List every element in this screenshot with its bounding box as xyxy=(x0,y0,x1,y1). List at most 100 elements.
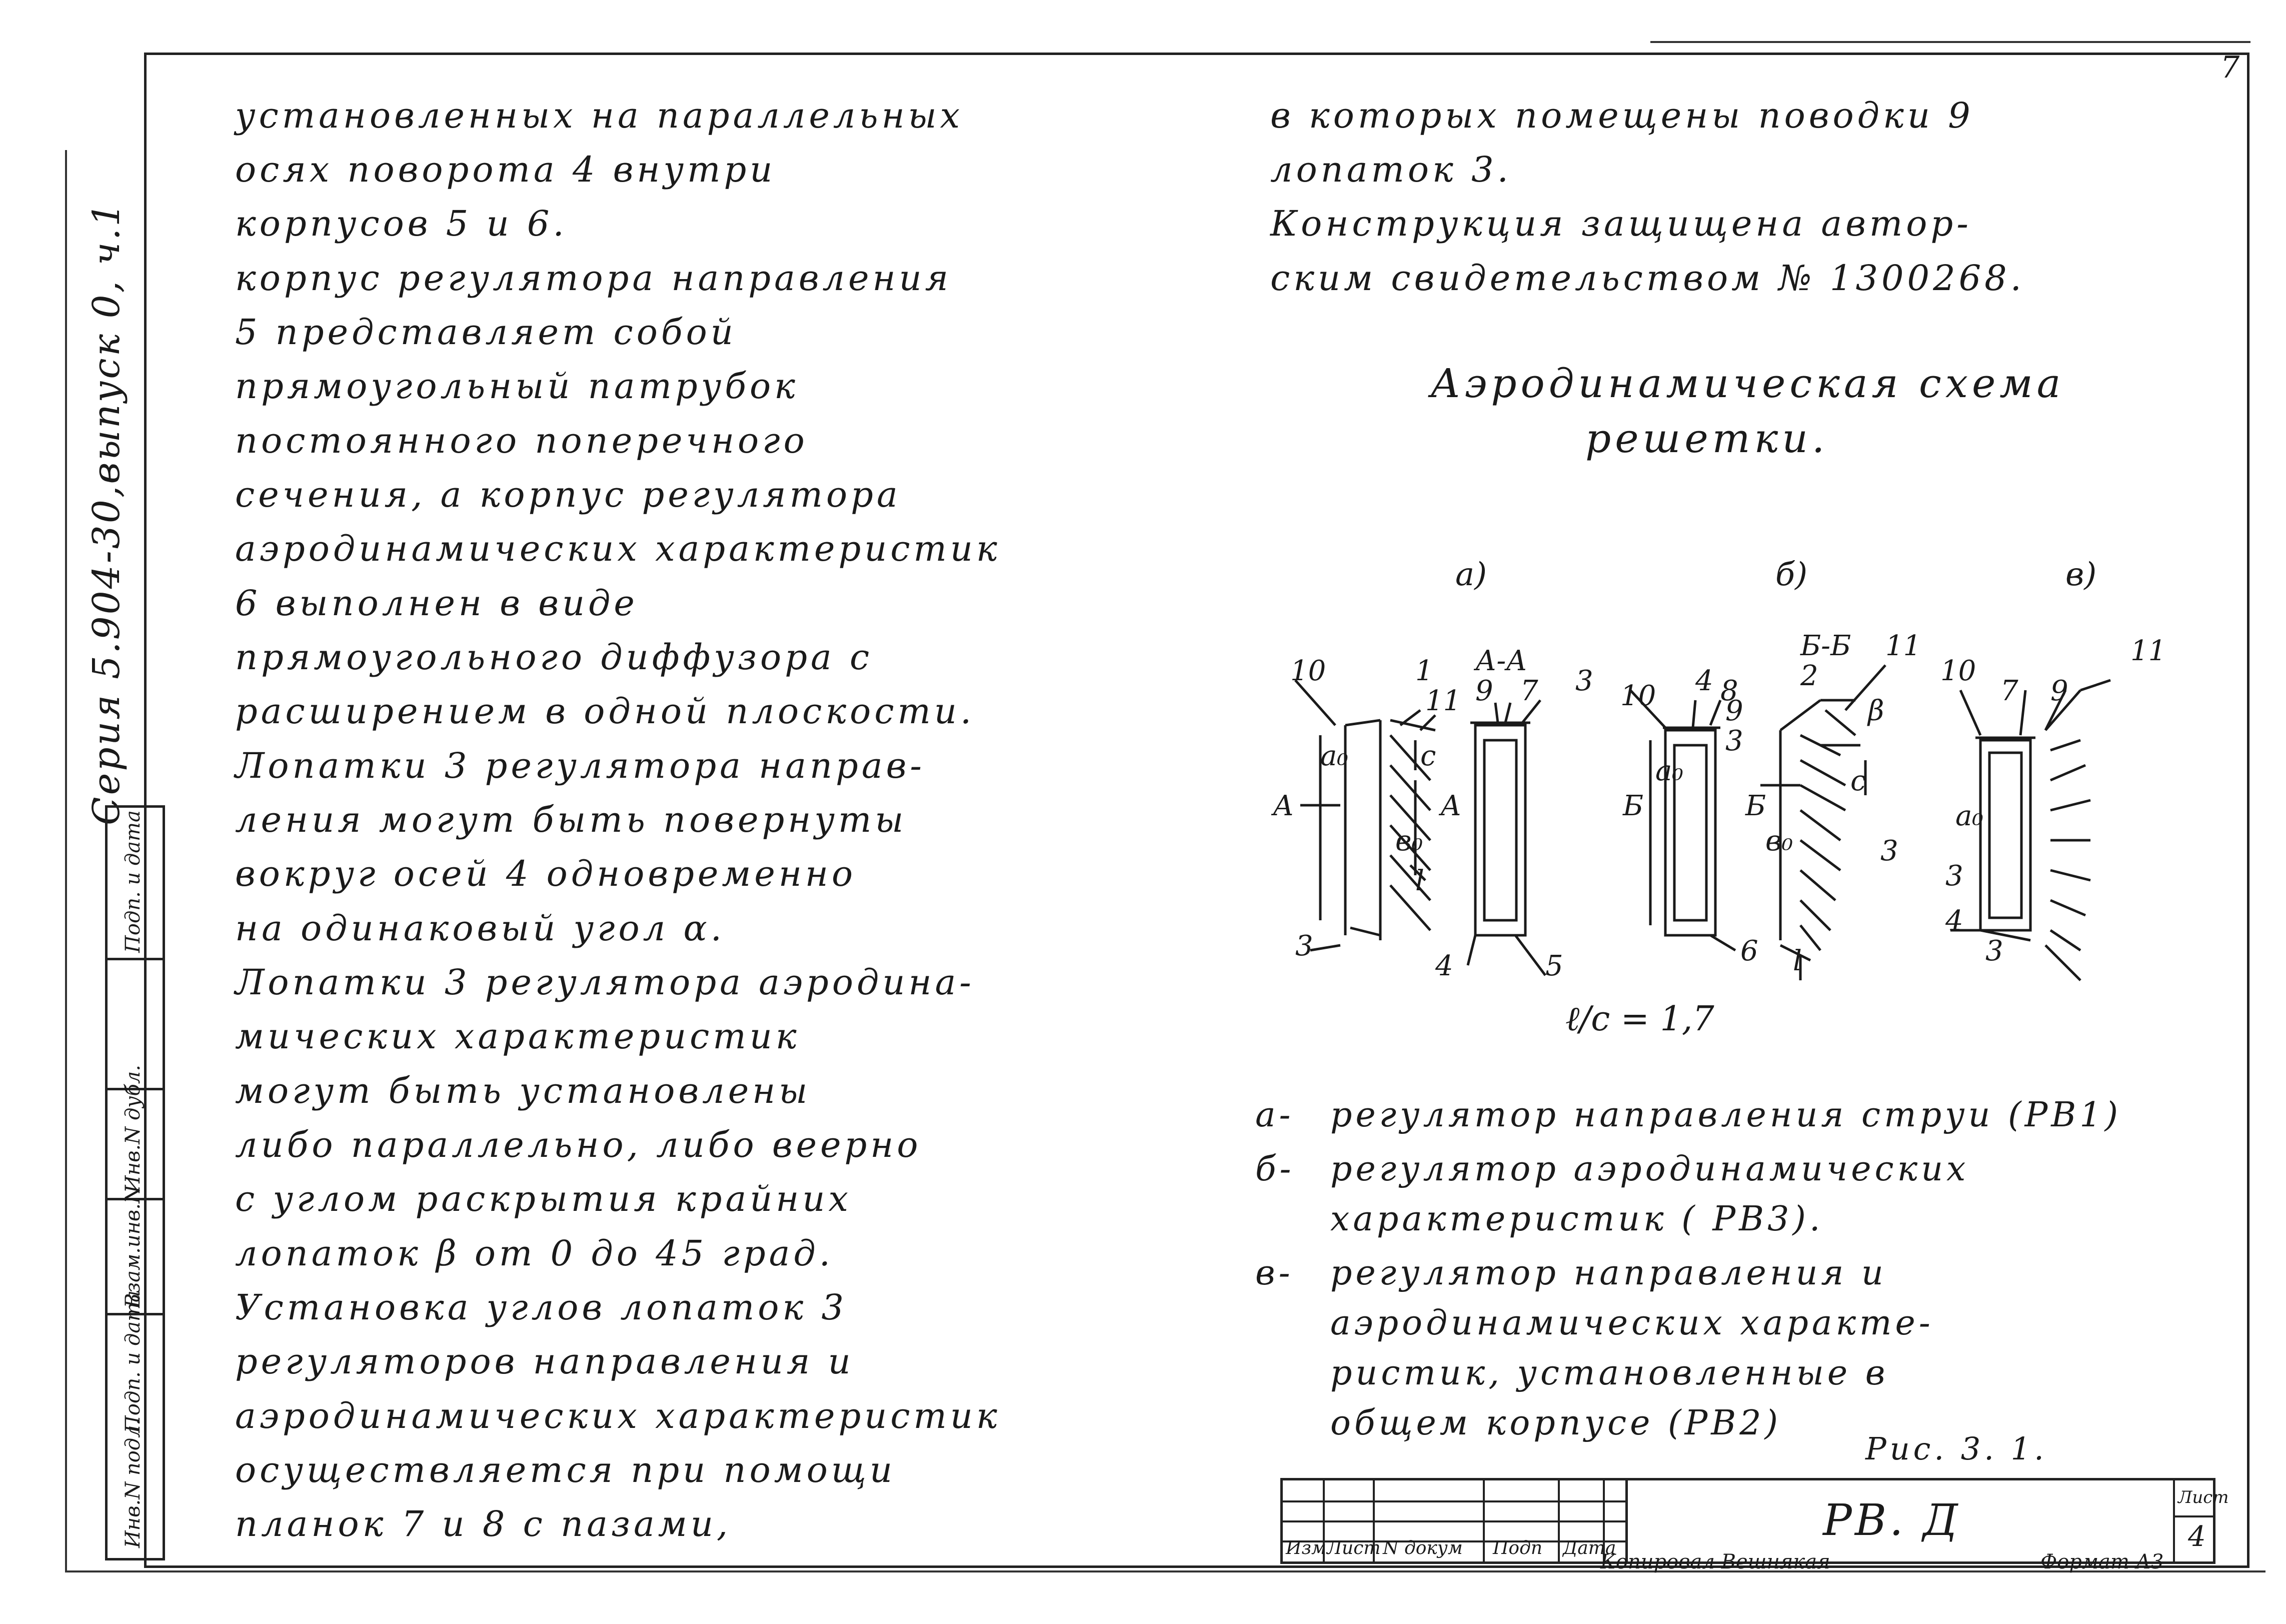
text-line: 6 выполнен в виде xyxy=(235,583,638,624)
label-c: с xyxy=(1420,740,1436,772)
sheet-number: 4 xyxy=(2188,1520,2206,1553)
legend-line: ристик, установленные в xyxy=(1330,1353,1889,1393)
label-variant-c: в) xyxy=(2065,556,2096,593)
label-3-a: 3 xyxy=(1295,930,1313,962)
stamp-header: Лист xyxy=(1327,1538,1381,1558)
page-number: 7 xyxy=(2220,50,2240,85)
text-line: Конструкция защищена автор- xyxy=(1270,203,1972,244)
text-line: ления могут быть повернуты xyxy=(235,799,907,840)
label-8: 8 xyxy=(1720,675,1738,707)
label-letter-b: Б xyxy=(1622,790,1643,822)
label-5: 5 xyxy=(1545,950,1563,982)
label-10-c: 10 xyxy=(1940,655,1976,687)
diagram-title-line1: Аэродинамическая схема xyxy=(1430,360,2065,407)
text-line: Лопатки 3 регулятора направ- xyxy=(235,745,925,786)
text-line: лопаток 3. xyxy=(1270,149,1512,190)
label-4-b: 4 xyxy=(1695,665,1713,697)
text-line: с углом раскрытия крайних xyxy=(235,1178,852,1219)
text-line: корпус регулятора направления xyxy=(235,258,952,299)
text-line: в которых помещены поводки 9 xyxy=(1270,95,1974,136)
label-9: 9 xyxy=(1475,675,1493,707)
label-9-c: 9 xyxy=(2050,675,2068,707)
drawing-frame xyxy=(144,53,2249,1568)
label-variant-a: а) xyxy=(1455,556,1487,593)
legend-line: характеристик ( РВ3). xyxy=(1330,1199,1824,1239)
text-line: планок 7 и 8 с пазами, xyxy=(235,1503,732,1544)
label-c-b: с xyxy=(1850,765,1866,797)
text-line: могут быть установлены xyxy=(235,1070,811,1111)
figure-caption: Рис. 3. 1. xyxy=(1865,1430,2047,1467)
text-line: регуляторов направления и xyxy=(235,1341,854,1382)
label-7: 7 xyxy=(1520,675,1538,707)
label-6: 6 xyxy=(1740,935,1758,967)
text-line: мических характеристик xyxy=(235,1016,800,1057)
copied-by: Копировал Вешнякая xyxy=(1600,1550,1830,1573)
label-3-bb: 3 xyxy=(1880,835,1898,867)
text-line: постоянного поперечного xyxy=(235,420,808,461)
label-a0-c: а₀ xyxy=(1955,800,1983,832)
sheet-label: Лист xyxy=(2178,1487,2229,1507)
text-line: корпусов 5 и 6. xyxy=(235,203,568,244)
variant-b-box xyxy=(1629,689,1736,952)
label-11: 11 xyxy=(1425,685,1461,717)
label-11-b: 11 xyxy=(1885,630,1921,662)
stamp-header: Дата xyxy=(1563,1538,1616,1558)
label-letter-b2: Б xyxy=(1745,790,1766,822)
label-3-c: 3 xyxy=(1945,860,1963,892)
label-section-bb: Б-Б xyxy=(1800,630,1851,662)
label-beta: β xyxy=(1867,695,1884,727)
variant-c-box-lattice xyxy=(1950,679,2111,981)
text-line: прямоугольного диффузора с xyxy=(235,637,873,678)
label-3: 3 xyxy=(1575,665,1593,697)
label-9-b: 9 xyxy=(1725,695,1743,727)
text-line: вокруг осей 4 одновременно xyxy=(235,853,857,894)
text-line: аэродинамических характеристик xyxy=(235,528,1001,569)
variant-a-lattice xyxy=(1294,679,1436,952)
label-section-aa: А-А xyxy=(1473,645,1527,677)
stamp-header: Подп xyxy=(1493,1538,1543,1558)
text-line: расширением в одной плоскости. xyxy=(235,691,975,732)
side-stamp: Инв.N подл. Подп. и дата Взам.инв.N Инв.… xyxy=(105,805,165,1560)
text-line: на одинаковый угол α. xyxy=(235,908,726,949)
text-line: установленных на параллельных xyxy=(235,95,964,136)
label-b0-b: в₀ xyxy=(1765,825,1793,857)
label-b0: в₀ xyxy=(1395,825,1423,857)
label-4-c: 4 xyxy=(1945,905,1963,937)
text-line: ским свидетельством № 1300268. xyxy=(1270,258,2025,299)
label-1: 1 xyxy=(1415,655,1433,687)
label-7-c: 7 xyxy=(2000,675,2018,707)
label-l-b: l xyxy=(1793,945,1802,977)
text-line: Установка углов лопаток 3 xyxy=(235,1287,848,1328)
label-3-b: 3 xyxy=(1725,725,1743,757)
text-line: сечения, а корпус регулятора xyxy=(235,474,901,515)
text-line: осуществляется при помощи xyxy=(235,1449,896,1490)
ratio-label: ℓ/с = 1,7 xyxy=(1565,999,1714,1039)
text-line: прямоугольный патрубок xyxy=(235,366,799,407)
label-letter-a: А xyxy=(1271,790,1294,822)
label-2: 2 xyxy=(1800,660,1818,692)
label-4: 4 xyxy=(1435,950,1453,982)
text-line: лопаток β от 0 до 45 град. xyxy=(235,1233,834,1274)
format-label: Формат А3 xyxy=(2040,1550,2164,1573)
text-line: либо параллельно, либо веерно xyxy=(235,1124,922,1165)
legend-line: аэродинамических характе- xyxy=(1330,1303,1934,1343)
label-variant-b: б) xyxy=(1775,556,1807,593)
diagram-title-line2: решетки. xyxy=(1585,415,1829,462)
legend-line: регулятор направления и xyxy=(1330,1253,1887,1293)
label-10-b: 10 xyxy=(1620,680,1656,712)
outer-frame-left xyxy=(65,150,67,1572)
legend-mark-c: в- xyxy=(1255,1253,1294,1293)
text-line: 5 представляет собой xyxy=(235,312,737,353)
legend-line: общем корпусе (РВ2) xyxy=(1330,1403,1782,1443)
section-bb-lattice xyxy=(1760,664,1886,980)
legend-mark-b: б- xyxy=(1255,1149,1295,1189)
label-3-c2: 3 xyxy=(1985,935,2003,967)
stamp-header: Изм xyxy=(1286,1538,1326,1558)
text-line: осях поворота 4 внутри xyxy=(235,149,776,190)
document-code: РВ. Д xyxy=(1823,1495,1961,1545)
stamp-header: N докум xyxy=(1383,1538,1463,1558)
text-line: аэродинамических характеристик xyxy=(235,1395,1001,1436)
section-aa-box xyxy=(1466,699,1546,976)
label-letter-a2: А xyxy=(1438,790,1461,822)
